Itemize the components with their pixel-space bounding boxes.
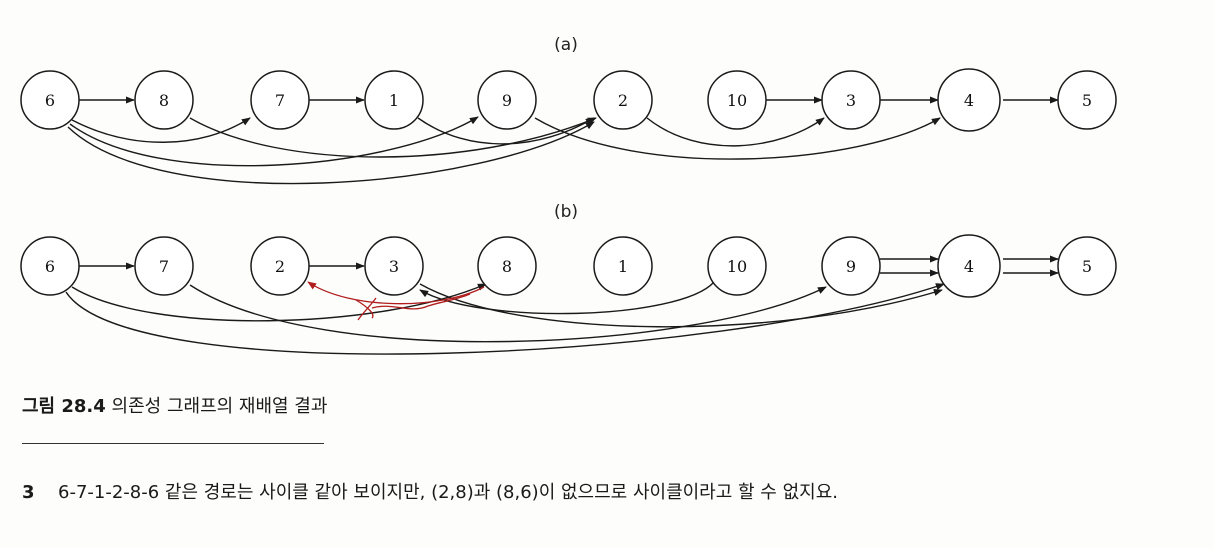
node-label: 6 (45, 91, 55, 110)
node-label: 4 (964, 91, 974, 110)
node-b-2: 2 (250, 236, 310, 296)
panel-b-nodes: 6 7 2 3 8 1 10 9 4 5 (20, 234, 1117, 298)
node-a-4: 4 (937, 68, 1001, 132)
node-a-6: 6 (20, 70, 80, 130)
node-b-7: 7 (134, 236, 194, 296)
node-b-6: 6 (20, 236, 80, 296)
node-b-4: 4 (937, 234, 1001, 298)
node-a-1: 1 (364, 70, 424, 130)
node-b-10: 10 (707, 236, 767, 296)
node-label: 7 (159, 257, 169, 276)
edge-b-6-8 (71, 283, 487, 322)
edge-a-9-4 (534, 117, 941, 160)
panel-a-edges (67, 96, 1059, 185)
node-b-8: 8 (477, 236, 537, 296)
footnote: 3 6-7-1-2-8-6 같은 경로는 사이클 같아 보이지만, (2,8)과 … (22, 478, 838, 504)
node-label: 3 (846, 91, 856, 110)
edge-a-2-3 (646, 117, 825, 147)
edge-a-1-2 (417, 117, 595, 145)
edge-a-6-9 (69, 116, 479, 167)
node-label: 1 (389, 91, 399, 110)
caption-text: 의존성 그래프의 재배열 결과 (111, 396, 328, 417)
panel-b-label: (b) (554, 202, 578, 222)
node-label: 10 (727, 91, 747, 110)
node-label: 2 (618, 91, 628, 110)
node-label: 1 (618, 257, 628, 276)
edge-a-8-2 (189, 117, 597, 158)
node-a-5: 5 (1057, 70, 1117, 130)
panel-a-label: (a) (554, 35, 578, 55)
node-label: 5 (1082, 91, 1092, 110)
node-label: 8 (502, 257, 512, 276)
node-a-9: 9 (477, 70, 537, 130)
node-label: 8 (159, 91, 169, 110)
node-a-8: 8 (134, 70, 194, 130)
node-label: 9 (846, 257, 856, 276)
node-label: 6 (45, 257, 55, 276)
node-b-1: 1 (593, 236, 653, 296)
panel-b-edges (65, 255, 1059, 355)
node-a-3: 3 (821, 70, 881, 130)
caption-number: 그림 28.4 (22, 396, 106, 417)
node-b-3: 3 (364, 236, 424, 296)
node-b-5: 5 (1057, 236, 1117, 296)
edge-b-6-4 (65, 283, 945, 355)
figure-caption: 그림 28.4 의존성 그래프의 재배열 결과 (22, 392, 327, 418)
edge-a-6-7 (71, 117, 251, 143)
node-label: 3 (389, 257, 399, 276)
node-label: 4 (964, 257, 974, 276)
node-label: 5 (1082, 257, 1092, 276)
node-a-10: 10 (707, 70, 767, 130)
footnote-text: 6-7-1-2-8-6 같은 경로는 사이클 같아 보이지만, (2,8)과 (… (58, 482, 838, 503)
edge-b-10-1 (419, 281, 715, 315)
node-b-9: 9 (821, 236, 881, 296)
edge-b-3-4 (419, 283, 943, 328)
panel-a-nodes: 6 8 7 1 9 2 10 3 4 5 (20, 68, 1117, 132)
dependency-graph-figure: (a) (b) 6 8 7 1 9 2 10 3 4 5 (20, 35, 1117, 355)
node-a-2: 2 (593, 70, 653, 130)
footnote-number: 3 (22, 482, 35, 503)
node-a-7: 7 (250, 70, 310, 130)
scribble-cross-mark (355, 293, 471, 321)
edge-b-8-2-red (307, 281, 485, 305)
footnote-divider (22, 443, 324, 444)
node-label: 9 (502, 91, 512, 110)
edge-b-7-9 (189, 284, 827, 343)
node-label: 10 (727, 257, 747, 276)
node-label: 2 (275, 257, 285, 276)
edge-a-6-2 (67, 121, 595, 185)
node-label: 7 (275, 91, 285, 110)
